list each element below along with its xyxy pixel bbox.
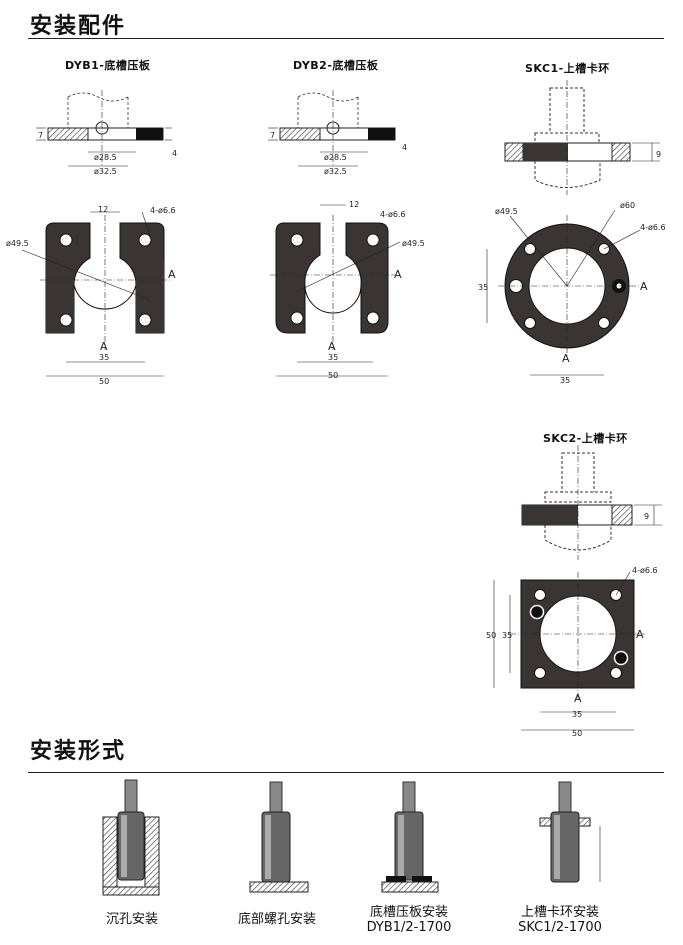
- dim-dyb1-axis-a-right: A: [168, 268, 176, 281]
- mount-caption-bottom-thread: 底部螺孔安装: [237, 912, 316, 927]
- dyb1-side-view: 7 4 ø28.5 ø32.5: [36, 90, 177, 176]
- part-label-dyb1: DYB1-底槽压板: [65, 59, 151, 72]
- section-rule-top: [28, 38, 664, 39]
- dim-skc1-35-vert: 35: [478, 283, 488, 292]
- skc2-top-view: 4-ø6.6 50 35 A A 35 50: [486, 566, 658, 738]
- dim-skc2-50-vert: 50: [486, 631, 496, 640]
- dim-skc1-holes: 4-ø6.6: [640, 223, 666, 232]
- dim-dyb2-12: 12: [349, 200, 359, 209]
- dim-skc1-d495: ø49.5: [495, 207, 518, 216]
- dim-dyb2-axis-a-bottom: A: [328, 340, 336, 353]
- dim-dyb2-holes: 4-ø6.6: [380, 210, 406, 219]
- mount-caption-top-clip: 上槽卡环安装 SKC1/2-1700: [505, 905, 615, 935]
- mount-caption-counterbore: 沉孔安装: [105, 912, 158, 927]
- dim-dyb1-35: 35: [99, 353, 109, 362]
- dim-dyb1-d495: ø49.5: [6, 239, 29, 248]
- dyb1-top-view: 12 4-ø6.6 ø49.5 A A 35 50: [6, 205, 176, 386]
- dim-skc1-9: 9: [656, 150, 661, 159]
- dim-dyb1-7: 7: [38, 131, 43, 140]
- dim-skc2-axis-a-bottom: A: [574, 692, 582, 705]
- skc2-side-view: 9: [521, 445, 662, 560]
- mount-caption-clamp: 底槽压板安装 DYB1/2-1700: [354, 905, 464, 935]
- dim-skc2-9: 9: [644, 512, 649, 521]
- dim-dyb1-50: 50: [99, 377, 109, 386]
- dim-skc2-50: 50: [572, 729, 582, 738]
- mount-caption-top-clip-line1: 上槽卡环安装: [520, 905, 599, 920]
- skc1-side-view: 9: [504, 80, 661, 195]
- dim-dyb1-d285: ø28.5: [94, 153, 117, 162]
- dim-dyb1-12: 12: [98, 205, 108, 214]
- dim-dyb1-holes: 4-ø6.6: [150, 206, 176, 215]
- dim-dyb2-7: 7: [270, 131, 275, 140]
- section-rule-mount: [28, 772, 664, 773]
- dim-dyb1-4: 4: [172, 149, 177, 158]
- dim-dyb2-35: 35: [328, 353, 338, 362]
- section-title-accessories: 安装配件: [30, 14, 127, 39]
- part-label-skc2: SKC2-上槽卡环: [543, 432, 628, 445]
- dim-dyb2-d325: ø32.5: [324, 167, 347, 176]
- dim-skc1-axis-a-right: A: [640, 280, 648, 293]
- part-label-skc1: SKC1-上槽卡环: [525, 62, 610, 75]
- dim-skc1-35: 35: [560, 376, 570, 385]
- dim-dyb2-d495: ø49.5: [402, 239, 425, 248]
- mount-caption-clamp-line1: 底槽压板安装: [369, 905, 448, 920]
- dim-skc1-d60: ø60: [620, 201, 635, 210]
- dim-dyb2-50: 50: [328, 371, 338, 380]
- skc1-top-view: ø49.5 ø60 4-ø6.6 35 A A 35: [478, 201, 666, 385]
- dim-dyb2-4: 4: [402, 143, 407, 152]
- mount-counterbore: [102, 779, 160, 896]
- mount-caption-top-clip-line2: SKC1/2-1700: [518, 920, 602, 935]
- mount-bottom-thread: [249, 781, 309, 893]
- part-label-dyb2: DYB2-底槽压板: [293, 59, 379, 72]
- dim-dyb2-axis-a-right: A: [394, 268, 402, 281]
- dim-skc2-axis-a-right: A: [636, 628, 644, 641]
- dim-skc2-holes: 4-ø6.6: [632, 566, 658, 575]
- dim-skc2-35: 35: [572, 710, 582, 719]
- mount-top-clip: [539, 781, 601, 883]
- section-title-mounting: 安装形式: [30, 739, 127, 764]
- dim-dyb2-d285: ø28.5: [324, 153, 347, 162]
- dim-skc1-axis-a-bottom: A: [562, 352, 570, 365]
- dyb2-top-view: 12 4-ø6.6 ø49.5 A A 35 50: [270, 200, 425, 380]
- dim-dyb1-d325: ø32.5: [94, 167, 117, 176]
- mount-bottom-clamp: [381, 781, 439, 893]
- mount-caption-clamp-line2: DYB1/2-1700: [366, 920, 452, 935]
- dim-dyb1-axis-a-bottom: A: [100, 340, 108, 353]
- dyb2-side-view: 7 4 ø28.5 ø32.5: [268, 90, 407, 176]
- dim-skc2-35-vert: 35: [502, 631, 512, 640]
